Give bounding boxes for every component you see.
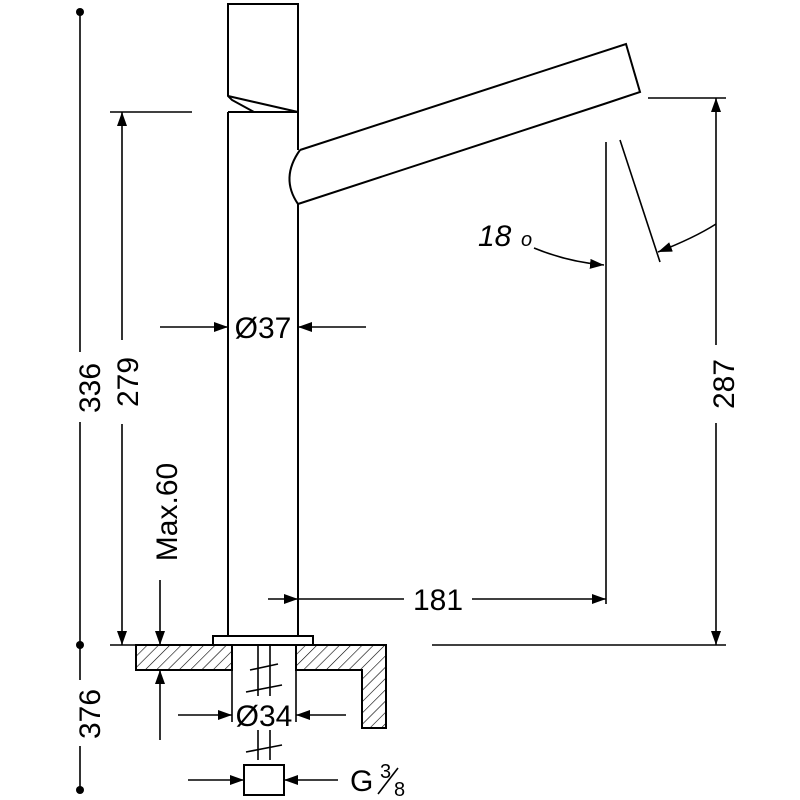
- dim-hole-diameter: Ø34: [178, 650, 346, 733]
- dim-body-diameter: Ø37: [160, 309, 366, 345]
- dim-reach: 181: [268, 142, 607, 617]
- label-thread: G: [350, 765, 373, 798]
- label-body-diameter: Ø37: [235, 312, 292, 345]
- dim-spout-height-right: 287: [432, 97, 741, 646]
- dim-total-height: 336 376: [66, 8, 107, 794]
- label-hole-diameter: Ø34: [236, 700, 293, 733]
- label-total-height: 336: [74, 363, 107, 413]
- dim-angle: 18 o: [478, 139, 717, 269]
- label-spout-height-right: 287: [708, 359, 741, 409]
- dim-max-deck: Max.60: [146, 463, 184, 740]
- body-column: [212, 111, 314, 646]
- label-angle-unit: o: [521, 229, 532, 251]
- label-below-deck: 376: [74, 689, 107, 739]
- spout: [288, 42, 642, 205]
- label-max-deck: Max.60: [151, 463, 184, 561]
- label-reach: 181: [413, 584, 463, 617]
- label-angle: 18: [478, 220, 512, 253]
- label-spout-height-left: 279: [112, 357, 145, 407]
- label-thread-numerator: 3: [380, 761, 391, 783]
- handle: [227, 3, 299, 113]
- dim-spout-height-left: 279: [110, 111, 192, 646]
- label-thread-denominator: 8: [394, 779, 405, 800]
- dim-thread: G 3 8: [188, 761, 405, 800]
